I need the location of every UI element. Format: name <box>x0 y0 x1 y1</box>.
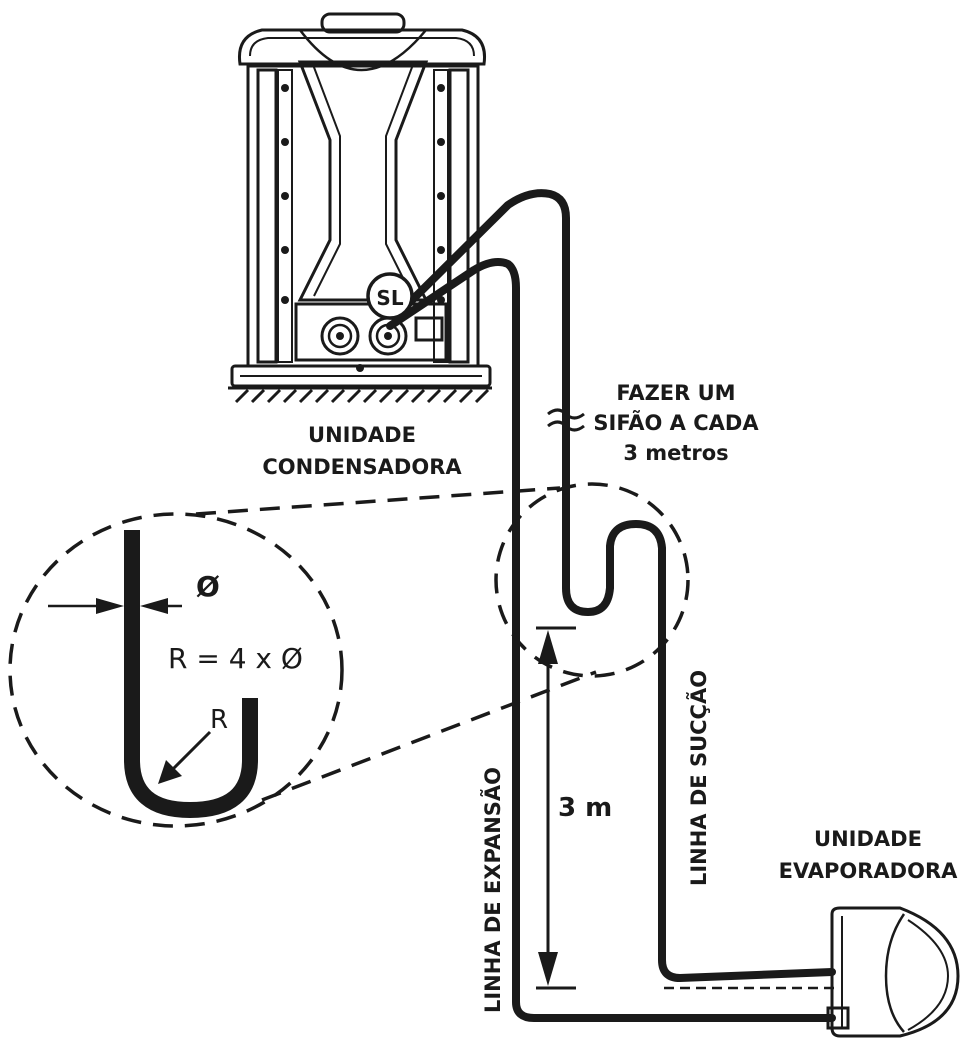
height-dimension: 3 m <box>536 626 612 990</box>
evaporator-unit <box>664 906 960 1038</box>
diameter-label: Ø <box>196 570 220 603</box>
condensing-unit <box>228 12 492 404</box>
trap-note-line3: 3 metros <box>623 441 728 465</box>
sl-badge: SL <box>366 272 414 320</box>
trap-note-line1: FAZER UM <box>616 381 735 405</box>
detail-u-bend: Ø R = 4 x Ø R <box>48 530 303 819</box>
condenser-label-line2: CONDENSADORA <box>262 455 462 479</box>
suction-line-label: LINHA DE SUCÇÃO <box>686 670 711 886</box>
trap-callout <box>8 482 690 828</box>
service-valve-icon <box>320 316 408 356</box>
suction-line-pipe <box>394 189 836 982</box>
height-label: 3 m <box>558 793 612 823</box>
expansion-line-label: LINHA DE EXPANSÃO <box>480 767 505 1013</box>
trap-note-line2: SIFÃO A CADA <box>593 410 759 435</box>
ground-hatch <box>228 386 492 404</box>
evaporator-label-line1: UNIDADE <box>814 827 922 851</box>
break-marks-icon <box>547 408 585 432</box>
expansion-line-pipe <box>386 258 836 1022</box>
evaporator-label-line2: EVAPORADORA <box>779 859 959 883</box>
radius-formula-label: R = 4 x Ø <box>168 642 303 675</box>
condenser-label-line1: UNIDADE <box>308 423 416 447</box>
radius-label: R <box>210 705 228 735</box>
sl-badge-label: SL <box>376 286 403 310</box>
